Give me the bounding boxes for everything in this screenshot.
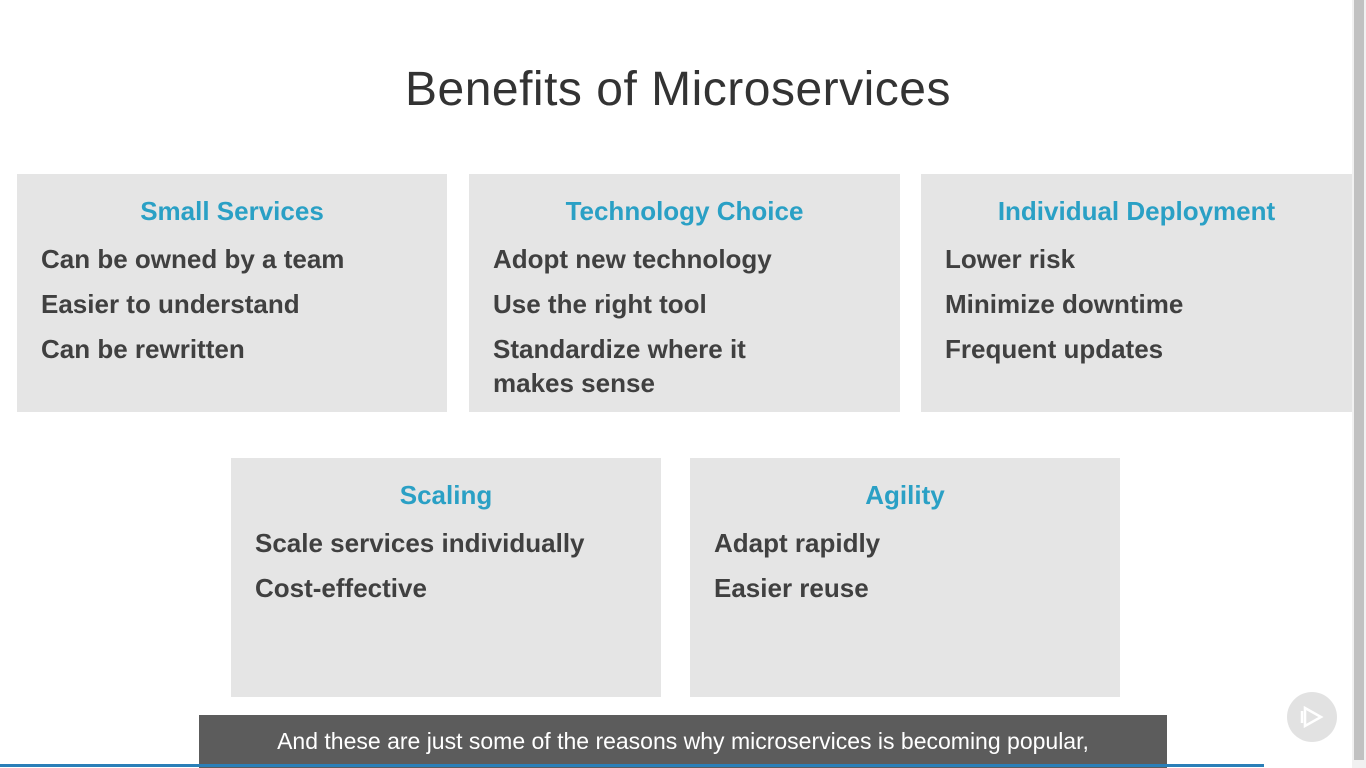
card-item-list: Scale services individually Cost-effecti… bbox=[255, 526, 641, 616]
card-item-list: Can be owned by a team Easier to underst… bbox=[41, 242, 427, 377]
card-item: Standardize where it makes sense bbox=[493, 334, 746, 398]
card-item-list: Lower risk Minimize downtime Frequent up… bbox=[945, 242, 1332, 377]
scrollbar[interactable] bbox=[1352, 0, 1366, 768]
card-agility: Agility Adapt rapidly Easier reuse bbox=[690, 458, 1120, 697]
scrollbar-thumb[interactable] bbox=[1354, 0, 1364, 760]
card-item: Lower risk bbox=[945, 244, 1076, 274]
card-item: Adapt rapidly bbox=[714, 528, 881, 558]
card-item: Cost-effective bbox=[255, 573, 427, 603]
play-logo-icon[interactable] bbox=[1287, 692, 1337, 742]
card-item: Easier to understand bbox=[41, 289, 300, 319]
card-heading: Technology Choice bbox=[565, 196, 804, 226]
video-progress-bar[interactable] bbox=[0, 764, 1264, 767]
card-item: Minimize downtime bbox=[945, 289, 1184, 319]
card-small-services: Small Services Can be owned by a team Ea… bbox=[17, 174, 447, 412]
card-item: Adopt new technology bbox=[493, 244, 772, 274]
card-item: Frequent updates bbox=[945, 334, 1164, 364]
subtitle-caption: And these are just some of the reasons w… bbox=[199, 715, 1167, 768]
card-item: Scale services individually bbox=[255, 528, 585, 558]
card-item: Use the right tool bbox=[493, 289, 707, 319]
card-item: Can be rewritten bbox=[41, 334, 245, 364]
card-heading: Small Services bbox=[140, 196, 324, 226]
card-individual-deployment: Individual Deployment Lower risk Minimiz… bbox=[921, 174, 1352, 412]
play-logo-icon-glyph bbox=[1300, 705, 1324, 729]
card-item-list: Adopt new technology Use the right tool … bbox=[493, 242, 800, 411]
card-heading: Individual Deployment bbox=[997, 196, 1276, 226]
card-heading: Scaling bbox=[399, 480, 493, 510]
card-heading: Agility bbox=[865, 480, 945, 510]
slide-title: Benefits of Microservices bbox=[404, 63, 951, 116]
card-item: Can be owned by a team bbox=[41, 244, 345, 274]
card-scaling: Scaling Scale services individually Cost… bbox=[231, 458, 661, 697]
card-item: Easier reuse bbox=[714, 573, 869, 603]
card-item-list: Adapt rapidly Easier reuse bbox=[714, 526, 1100, 616]
card-technology-choice: Technology Choice Adopt new technology U… bbox=[469, 174, 900, 412]
